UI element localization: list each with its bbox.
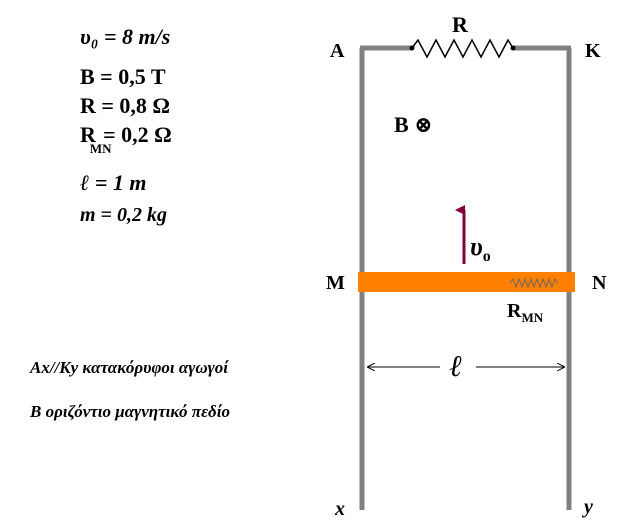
note-conductors: Αx//Ky κατακόρυφοι αγωγοί xyxy=(30,358,228,377)
velocity-label: υo xyxy=(470,232,491,266)
given-length: ℓ = 1 m xyxy=(80,170,147,195)
point-K: K xyxy=(585,40,601,62)
given-resistance: R = 0,8 Ω xyxy=(80,93,171,118)
given-field: B = 0,5 T xyxy=(80,64,166,89)
length-label: ℓ xyxy=(449,350,462,383)
rod-resistance-label: RMN xyxy=(507,300,544,325)
resistor-label: R xyxy=(452,12,468,37)
point-x: x xyxy=(335,498,345,520)
point-N: N xyxy=(592,272,607,294)
note-magnetic-field: B οριζόντιο μαγνητικό πεδίο xyxy=(30,402,230,421)
point-A: A xyxy=(330,40,345,62)
magnetic-field-label: B ⊗ xyxy=(394,112,433,137)
point-M: M xyxy=(326,272,345,294)
given-mass: m = 0,2 kg xyxy=(80,204,167,226)
given-rod-resistance: RMN = 0,2 Ω xyxy=(80,122,172,157)
point-y: y xyxy=(584,496,593,518)
rod-resistance-symbol xyxy=(509,277,559,289)
resistor-node-left xyxy=(409,45,415,51)
given-velocity: υ₀ = 8 m/s xyxy=(80,24,171,49)
resistor-R xyxy=(411,38,514,59)
rod-MN xyxy=(358,272,575,292)
resistor-node-right xyxy=(510,45,516,51)
